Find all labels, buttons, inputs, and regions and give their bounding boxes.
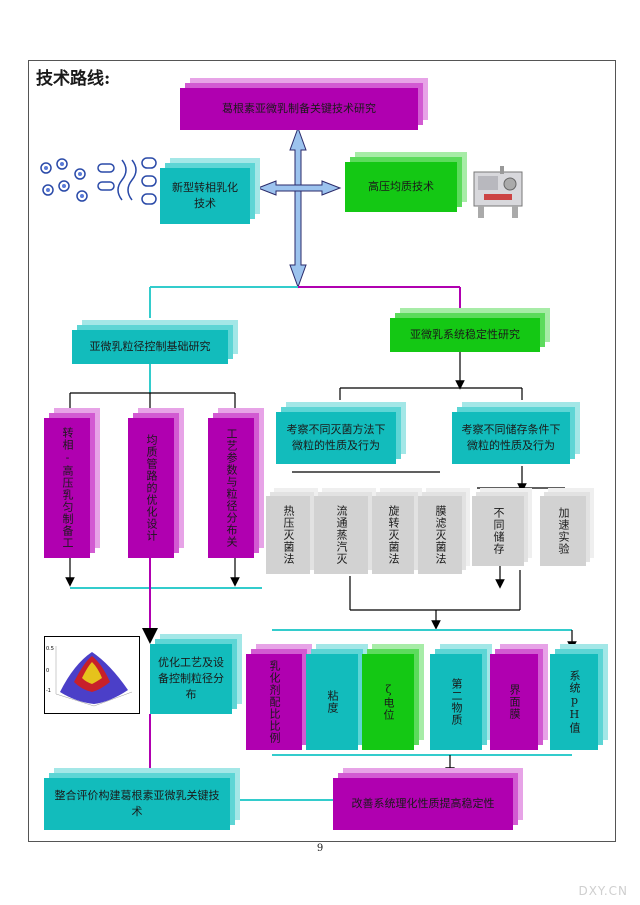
top-research-box: 葛根素亚微乳制备关键技术研究 [180, 88, 418, 130]
gray-column-3: 旋转灭菌法 [372, 496, 414, 574]
left-column-3: 工艺参数与粒径分布关 [208, 418, 254, 558]
left-column-2: 均质管路的优化设计 [128, 418, 174, 558]
double-arrow-vertical [289, 126, 307, 289]
property-column-6: 系统pH值 [550, 654, 598, 750]
double-arrow-horizontal [256, 180, 342, 196]
emulsion-droplets-icon [40, 157, 157, 205]
improve-stability-box: 改善系统理化性质提高稳定性 [333, 778, 513, 830]
optimize-process-box: 优化工艺及设备控制粒径分布 [150, 644, 232, 714]
property-column-3: ζ电位 [362, 654, 414, 750]
gray-column-6: 加速实验 [540, 496, 586, 566]
property-column-5: 界面膜 [490, 654, 538, 750]
storage-study-box: 考察不同储存条件下微粒的性质及行为 [452, 412, 570, 464]
property-column-2: 粘度 [306, 654, 358, 750]
left-column-1: 转相-高压乳匀制备工 [44, 418, 90, 558]
high-pressure-box: 高压均质技术 [345, 162, 457, 212]
stability-research-box: 亚微乳系统稳定性研究 [390, 318, 540, 352]
homogenizer-machine-icon [473, 166, 523, 218]
diagram-frame [28, 60, 616, 842]
phase-inversion-box: 新型转相乳化技术 [160, 168, 250, 224]
gray-column-2: 流通蒸汽灭 [314, 496, 368, 574]
particle-size-research-box: 亚微乳粒径控制基础研究 [72, 330, 228, 364]
property-column-4: 第二物质 [430, 654, 482, 750]
gray-column-1: 热压灭菌法 [266, 496, 310, 574]
surface-plot-icon: 0.5 0 -1 [44, 636, 140, 714]
section-title: 技术路线: [36, 69, 111, 89]
sterilization-study-box: 考察不同灭菌方法下微粒的性质及行为 [276, 412, 396, 464]
property-column-1: 乳化剂配比比例 [246, 654, 302, 750]
svg-text:-1: -1 [46, 688, 51, 694]
integrated-evaluation-box: 整合评价构建葛根素亚微乳关键技术 [44, 778, 230, 830]
svg-text:0: 0 [46, 668, 49, 674]
gray-column-5: 不同储存 [472, 496, 524, 566]
watermark: DXY.CN [578, 884, 628, 898]
gray-column-4: 膜滤灭菌法 [418, 496, 462, 574]
page-number: 9 [316, 843, 324, 854]
svg-text:0.5: 0.5 [46, 646, 54, 652]
